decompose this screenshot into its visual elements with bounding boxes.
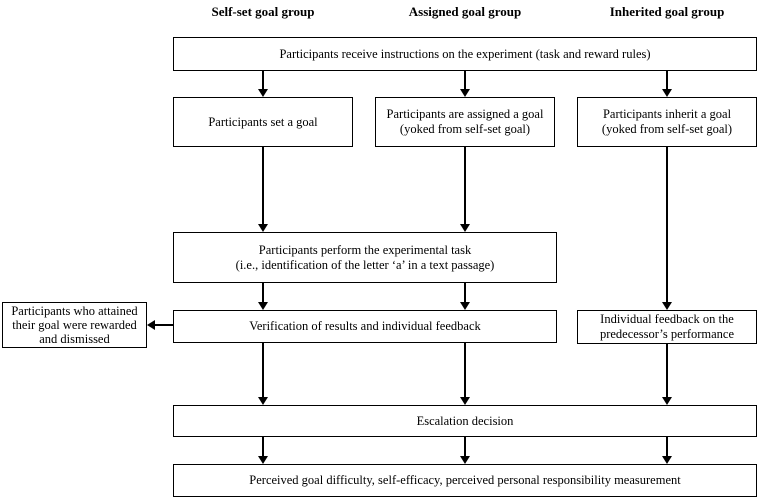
arrow-instructions-to-inherit-goal [666,71,668,89]
column-header-assigned-group: Assigned goal group [408,4,522,19]
box-predecessor-feedback-line1: Individual feedback on the [600,312,734,326]
arrow-perform-task-to-verification-right [464,283,466,302]
arrow-set-goal-to-perform-task [262,147,264,224]
box-assigned-goal-line1: Participants are assigned a goal [386,107,544,121]
box-assigned-goal-line2: (yoked from self-set goal) [399,122,531,136]
box-verification: Verification of results and individual f… [173,310,557,343]
box-inherit-goal: Participants inherit a goal (yoked from … [577,97,757,147]
box-perform-task-line2: (i.e., identification of the letter ‘a’ … [235,257,495,272]
arrow-perform-task-to-verification-left [262,283,264,302]
box-measurement: Perceived goal difficulty, self-efficacy… [173,464,757,497]
box-predecessor-feedback: Individual feedback on the predecessor’s… [577,310,757,344]
column-header-self-set-group: Self-set goal group [211,4,315,19]
box-predecessor-feedback-line2: predecessor’s performance [599,327,735,341]
arrow-escalation-to-measurement-center [464,437,466,456]
arrow-predecessor-feedback-to-escalation [666,344,668,397]
column-header-inherited-group: Inherited goal group [609,4,725,19]
box-perform-task: Participants perform the experimental ta… [173,232,557,283]
arrow-escalation-to-measurement-left [262,437,264,456]
arrow-verification-to-escalation-left [262,343,264,397]
box-escalation-decision: Escalation decision [173,405,757,437]
arrow-instructions-to-assigned-goal [464,71,466,89]
arrow-escalation-to-measurement-right [666,437,668,456]
box-perform-task-line1: Participants perform the experimental ta… [258,242,472,257]
box-assigned-goal: Participants are assigned a goal (yoked … [375,97,555,147]
arrow-assigned-goal-to-perform-task [464,147,466,224]
box-reward-dismissed: Participants who attained their goal wer… [2,302,147,348]
arrow-instructions-to-set-goal [262,71,264,89]
box-instructions: Participants receive instructions on the… [173,37,757,71]
arrow-inherit-goal-to-predecessor-feedback [666,147,668,302]
arrow-verification-to-reward-dismissed [155,324,173,326]
arrow-verification-to-escalation-right [464,343,466,397]
box-inherit-goal-line2: (yoked from self-set goal) [601,122,733,136]
box-set-goal: Participants set a goal [173,97,353,147]
box-inherit-goal-line1: Participants inherit a goal [602,107,732,121]
